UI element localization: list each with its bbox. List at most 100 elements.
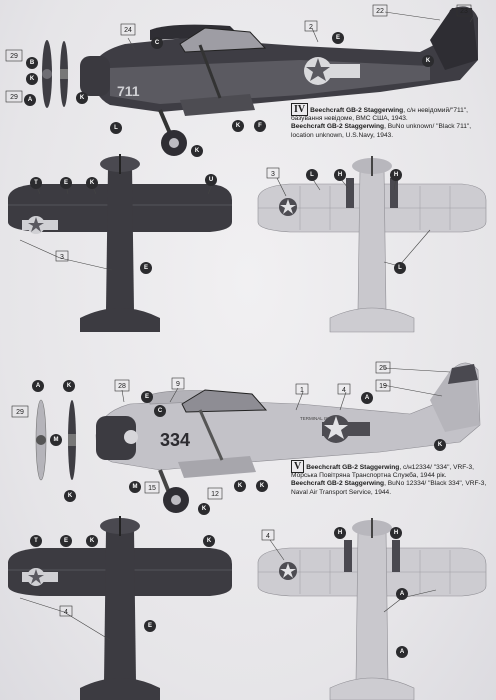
svg-text:29: 29 — [10, 94, 18, 101]
callouts-profile-2: 28 9 1 4 25 19 15 12 29 — [11, 361, 391, 500]
svg-text:1: 1 — [300, 387, 304, 394]
color-markers-profile-2: E C A K M K K K A K M K — [32, 380, 446, 515]
svg-text:T: T — [34, 538, 38, 544]
plan-top-1 — [8, 154, 232, 332]
caption-text-en-2: , BuNo 12334/ "Black 334", VRF-3, Naval … — [291, 480, 487, 496]
wing-insignia-bottom-2 — [279, 562, 297, 580]
caption-title-ua-2: Beechcraft GB-2 Staggerwing — [306, 464, 400, 471]
svg-text:K: K — [202, 506, 207, 512]
svg-text:H: H — [338, 172, 342, 178]
plate-numeral-2: V — [291, 460, 305, 473]
svg-text:12: 12 — [211, 491, 219, 498]
tail-inscription-2: TERMINAL ISLAND — [300, 416, 341, 421]
landing-gear-1 — [158, 109, 187, 156]
svg-text:K: K — [236, 123, 241, 129]
svg-text:L: L — [310, 172, 314, 178]
caption-text-ua-2: , с/н12334/ "334", VRF-3, Морська Повітр… — [291, 464, 474, 480]
plate-numeral-1: IV — [291, 103, 309, 116]
svg-text:U: U — [209, 177, 213, 183]
svg-text:29: 29 — [16, 409, 24, 416]
svg-text:K: K — [260, 483, 265, 489]
svg-text:E: E — [64, 180, 68, 186]
svg-text:H: H — [338, 530, 342, 536]
svg-text:25: 25 — [379, 365, 387, 372]
svg-text:K: K — [438, 442, 443, 448]
svg-text:E: E — [336, 35, 340, 41]
svg-text:H: H — [394, 172, 398, 178]
svg-text:K: K — [426, 58, 431, 64]
svg-text:E: E — [64, 538, 68, 544]
color-markers-profile-1: C E K L K F K B K A K — [24, 32, 434, 157]
svg-text:19: 19 — [379, 383, 387, 390]
caption-title-en-1: Beechcraft GB-2 Staggerwing — [291, 123, 385, 131]
aircraft-code-2: 334 — [160, 430, 190, 450]
svg-text:C: C — [155, 40, 160, 46]
svg-text:E: E — [148, 623, 152, 629]
svg-text:K: K — [238, 483, 243, 489]
plan-bottom-1 — [257, 156, 487, 333]
svg-text:K: K — [67, 383, 72, 389]
markers-plan-top-1: T E K U E 3 — [30, 174, 217, 274]
svg-text:C: C — [158, 408, 163, 414]
svg-text:28: 28 — [118, 383, 126, 390]
markers-plan-bottom-2: 4 H H A A — [261, 527, 408, 658]
svg-text:3: 3 — [271, 171, 275, 178]
svg-text:B: B — [30, 60, 35, 66]
svg-text:K: K — [30, 76, 35, 82]
svg-text:A: A — [36, 383, 41, 389]
svg-text:A: A — [365, 395, 370, 401]
svg-text:K: K — [207, 538, 212, 544]
svg-text:4: 4 — [266, 533, 270, 540]
svg-text:M: M — [133, 484, 138, 490]
svg-text:2: 2 — [309, 24, 313, 31]
markers-plan-bottom-1: 3 L H H L — [266, 167, 406, 274]
callouts-profile-1: 24 2 22 23 29 29 — [5, 4, 472, 103]
svg-text:K: K — [195, 148, 200, 154]
aircraft-code-1: 711 — [117, 83, 140, 99]
svg-text:A: A — [400, 591, 405, 597]
svg-text:A: A — [400, 649, 405, 655]
svg-text:K: K — [90, 538, 95, 544]
svg-text:A: A — [28, 97, 33, 103]
svg-text:E: E — [144, 265, 148, 271]
svg-text:3: 3 — [60, 254, 64, 261]
svg-text:F: F — [258, 123, 262, 129]
svg-text:K: K — [68, 493, 73, 499]
svg-text:M: M — [54, 437, 59, 443]
caption-text-en-1: , BuNo unknown/ "Black 711", location un… — [291, 123, 472, 139]
svg-text:4: 4 — [342, 387, 346, 394]
national-insignia-2 — [322, 415, 370, 443]
svg-text:29: 29 — [10, 53, 18, 60]
propeller-front-2 — [35, 399, 47, 481]
plan-bottom-2 — [257, 518, 487, 700]
svg-text:H: H — [394, 530, 398, 536]
caption-title-en-2: Beechcraft GB-2 Staggerwing — [291, 480, 385, 488]
propeller-side-2 — [68, 400, 76, 480]
caption-title-ua-1: Beechcraft GB-2 Staggerwing — [310, 107, 404, 114]
svg-text:K: K — [90, 180, 95, 186]
wing-insignia-top-2 — [22, 568, 58, 586]
svg-text:K: K — [80, 95, 85, 101]
caption-text-ua-1: , с/н невідомий/"711", базування невідом… — [291, 107, 469, 123]
propeller-side-1 — [60, 41, 68, 107]
wing-insignia-top-1 — [22, 216, 58, 234]
svg-text:4: 4 — [64, 609, 68, 616]
svg-text:22: 22 — [376, 8, 384, 15]
wing-insignia-bottom-1 — [279, 198, 297, 216]
svg-text:24: 24 — [124, 27, 132, 34]
profile-view-1: 711 — [42, 6, 478, 156]
svg-text:9: 9 — [176, 381, 180, 388]
svg-text:T: T — [34, 180, 38, 186]
plan-top-2 — [8, 516, 232, 700]
svg-text:L: L — [114, 125, 118, 131]
svg-text:23: 23 — [460, 8, 468, 15]
profile-view-2: 334 TERMINAL ISLAND — [35, 362, 481, 513]
svg-text:15: 15 — [148, 485, 156, 492]
svg-text:L: L — [398, 265, 402, 271]
svg-text:E: E — [145, 394, 149, 400]
propeller-front-1 — [42, 40, 52, 108]
